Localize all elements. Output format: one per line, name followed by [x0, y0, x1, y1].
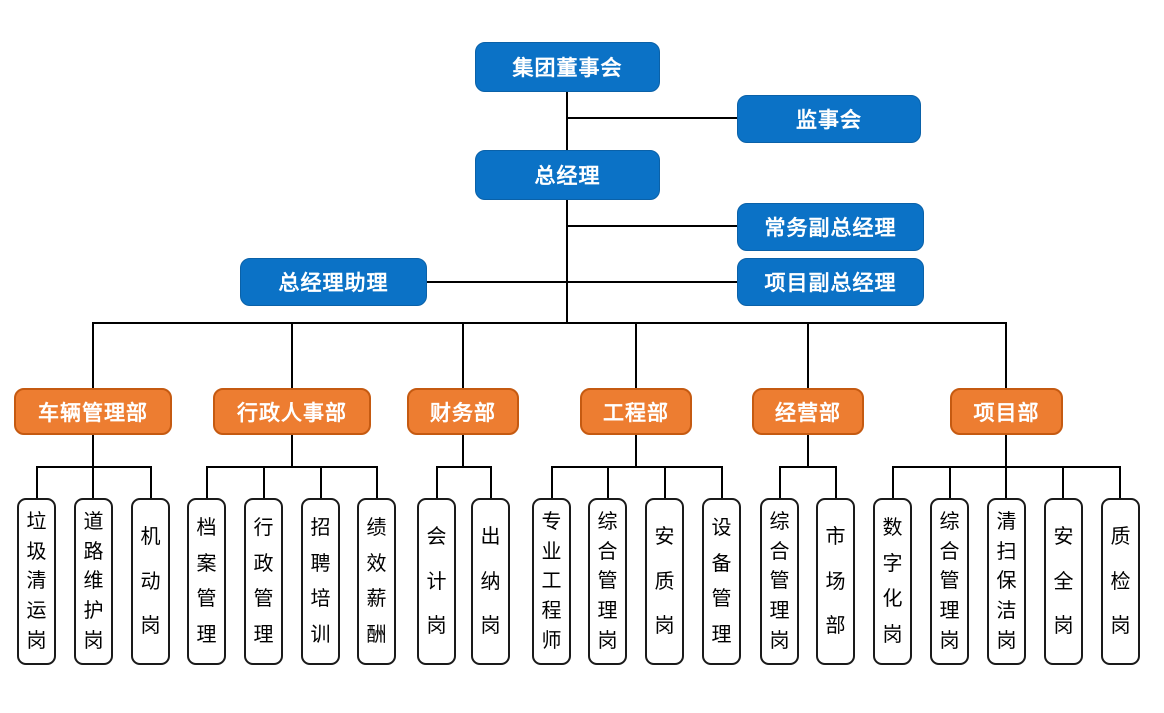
dept-node-vehicle-management: 车辆管理部 [14, 388, 172, 435]
position-node-safety-quality: 安质岗 [645, 498, 684, 665]
position-label: 档案管理 [196, 516, 217, 647]
position-node-performance-pay: 绩效薪酬 [357, 498, 396, 665]
connector-drop-pos [263, 466, 265, 498]
dept-node-operations: 经营部 [752, 388, 864, 435]
position-label: 会计岗 [426, 525, 447, 638]
connector-trunk-dept-4 [635, 435, 637, 468]
connector-drop-pos [607, 466, 609, 498]
connector-drop-pos [92, 466, 94, 498]
position-label: 安质岗 [654, 525, 675, 638]
connector-trunk-dept-6 [1005, 435, 1007, 468]
connector-drop-pos [664, 466, 666, 498]
position-node-recruit-training: 招聘培训 [301, 498, 340, 665]
position-node-archives: 档案管理 [187, 498, 226, 665]
position-node-administration: 行政管理 [244, 498, 283, 665]
position-label: 市场部 [825, 525, 846, 638]
node-general-manager: 总经理 [475, 150, 660, 200]
connector-drop-pos [436, 466, 438, 498]
position-node-cashier: 出纳岗 [471, 498, 510, 665]
dept-node-engineering: 工程部 [580, 388, 692, 435]
position-node-general-mgmt-proj: 综合管理岗 [930, 498, 969, 665]
connector-board-to-gm [566, 92, 568, 150]
connector-drop-pos [721, 466, 723, 498]
position-label: 行政管理 [253, 516, 274, 647]
position-node-general-mgmt-ops: 综合管理岗 [760, 498, 799, 665]
position-label: 数字化岗 [882, 516, 903, 647]
connector-drop-pos [376, 466, 378, 498]
position-node-accounting: 会计岗 [417, 498, 456, 665]
position-label: 质检岗 [1110, 525, 1131, 638]
dept-node-admin-hr: 行政人事部 [213, 388, 371, 435]
connector-drop-pos [779, 466, 781, 498]
position-node-road-maintenance: 道路维护岗 [74, 498, 113, 665]
connector-drop-dept-3 [462, 322, 464, 388]
connector-trunk-dept-3 [462, 435, 464, 468]
connector-child-bus-2 [206, 466, 378, 468]
node-gm-assistant: 总经理助理 [240, 258, 427, 306]
position-label: 道路维护岗 [83, 510, 104, 653]
connector-drop-pos [206, 466, 208, 498]
position-label: 垃圾清运岗 [26, 510, 47, 653]
position-label: 专业工程师 [541, 510, 562, 653]
position-label: 绩效薪酬 [366, 516, 387, 647]
connector-drop-pos [1119, 466, 1121, 498]
connector-drop-pos [150, 466, 152, 498]
connector-drop-pos [892, 466, 894, 498]
position-node-quality-inspection: 质检岗 [1101, 498, 1140, 665]
dept-node-project: 项目部 [950, 388, 1063, 435]
connector-child-bus-3 [436, 466, 492, 468]
position-node-equipment-mgmt: 设备管理 [702, 498, 741, 665]
connector-drop-pos [36, 466, 38, 498]
node-board: 集团董事会 [475, 42, 660, 92]
connector-drop-dept-2 [291, 322, 293, 388]
position-node-sweeping-cleaning: 清扫保洁岗 [987, 498, 1026, 665]
connector-drop-pos [551, 466, 553, 498]
connector-dept-bus [93, 322, 1007, 324]
connector-drop-dept-1 [92, 322, 94, 388]
connector-child-bus-4 [551, 466, 723, 468]
connector-drop-dept-4 [635, 322, 637, 388]
position-label: 综合管理岗 [769, 510, 790, 653]
position-node-safety: 安全岗 [1044, 498, 1083, 665]
connector-trunk-dept-1 [92, 435, 94, 468]
connector-drop-pos [1005, 466, 1007, 498]
position-label: 综合管理岗 [597, 510, 618, 653]
connector-drop-dept-5 [807, 322, 809, 388]
position-node-professional-engineer: 专业工程师 [532, 498, 571, 665]
position-label: 综合管理岗 [939, 510, 960, 653]
position-label: 安全岗 [1053, 525, 1074, 638]
connector-drop-dept-6 [1005, 322, 1007, 388]
connector-trunk-dept-5 [807, 435, 809, 468]
connector-child-bus-5 [779, 466, 837, 468]
connector-drop-pos [1062, 466, 1064, 498]
position-label: 出纳岗 [480, 525, 501, 638]
position-node-general-mgmt-eng: 综合管理岗 [588, 498, 627, 665]
position-label: 招聘培训 [310, 516, 331, 647]
node-project-deputy-gm: 项目副总经理 [737, 258, 924, 306]
connector-drop-pos [835, 466, 837, 498]
connector-supervisory [567, 117, 737, 119]
connector-drop-pos [490, 466, 492, 498]
connector-drop-pos [320, 466, 322, 498]
connector-project-deputy [567, 281, 737, 283]
dept-node-finance: 财务部 [407, 388, 519, 435]
node-supervisory-board: 监事会 [737, 95, 921, 143]
connector-trunk-dept-2 [291, 435, 293, 468]
position-node-market: 市场部 [816, 498, 855, 665]
position-node-garbage-removal: 垃圾清运岗 [17, 498, 56, 665]
position-label: 清扫保洁岗 [996, 510, 1017, 653]
position-node-mobile: 机动岗 [131, 498, 170, 665]
position-label: 设备管理 [711, 516, 732, 647]
connector-exec-deputy [567, 225, 737, 227]
connector-gm-to-bus [566, 199, 568, 324]
position-label: 机动岗 [140, 525, 161, 638]
connector-drop-pos [949, 466, 951, 498]
node-executive-deputy-gm: 常务副总经理 [737, 203, 924, 251]
connector-gm-assistant [427, 281, 567, 283]
position-node-digitalization: 数字化岗 [873, 498, 912, 665]
